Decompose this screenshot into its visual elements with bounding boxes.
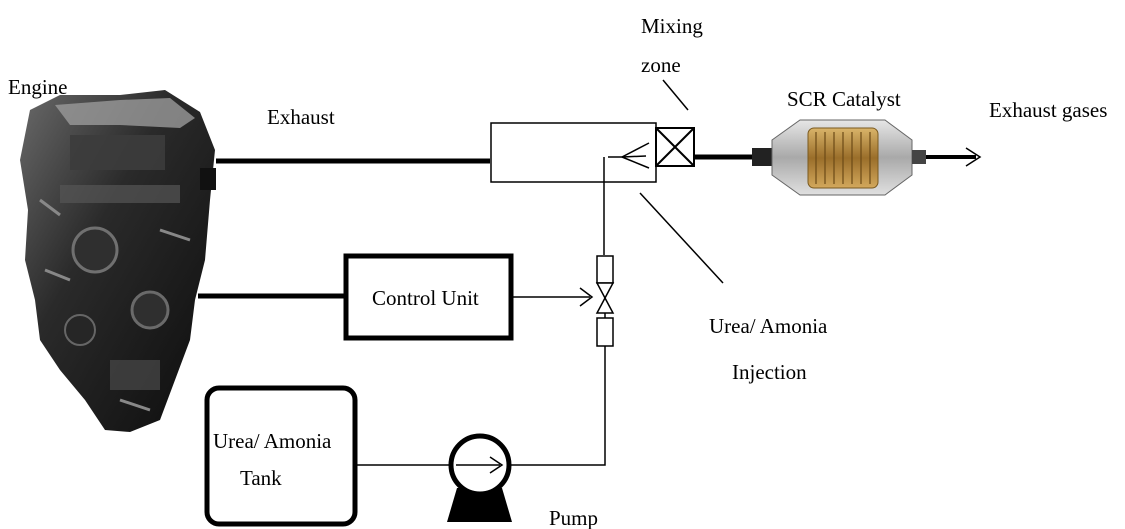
pump-valve-line	[511, 346, 605, 465]
mixing-zone-label-line2: zone	[641, 53, 681, 77]
engine-label: Engine	[8, 75, 67, 99]
injection-pointer	[640, 193, 723, 283]
scr-catalyst-image	[752, 120, 926, 195]
exhaust-label: Exhaust	[267, 105, 335, 129]
urea-tank-box	[207, 388, 355, 524]
engine-image	[20, 90, 216, 432]
pump-label: Pump	[549, 506, 598, 529]
pump-icon	[447, 436, 512, 522]
urea-tank-label-line2: Tank	[240, 466, 282, 490]
dosing-valve-icon	[597, 256, 613, 346]
mixing-zone-icon	[656, 128, 694, 166]
urea-tank-label-line1: Urea/ Amonia	[213, 429, 331, 453]
mixing-zone-pointer	[663, 80, 688, 110]
control-unit-label: Control Unit	[372, 286, 479, 310]
exhaust-gases-label: Exhaust gases	[989, 98, 1107, 122]
mixing-zone-label-line1: Mixing	[641, 14, 703, 38]
injection-label-line1: Urea/ Amonia	[709, 314, 827, 338]
scr-catalyst-label: SCR Catalyst	[787, 87, 901, 111]
injection-label-line2: Injection	[732, 360, 807, 384]
